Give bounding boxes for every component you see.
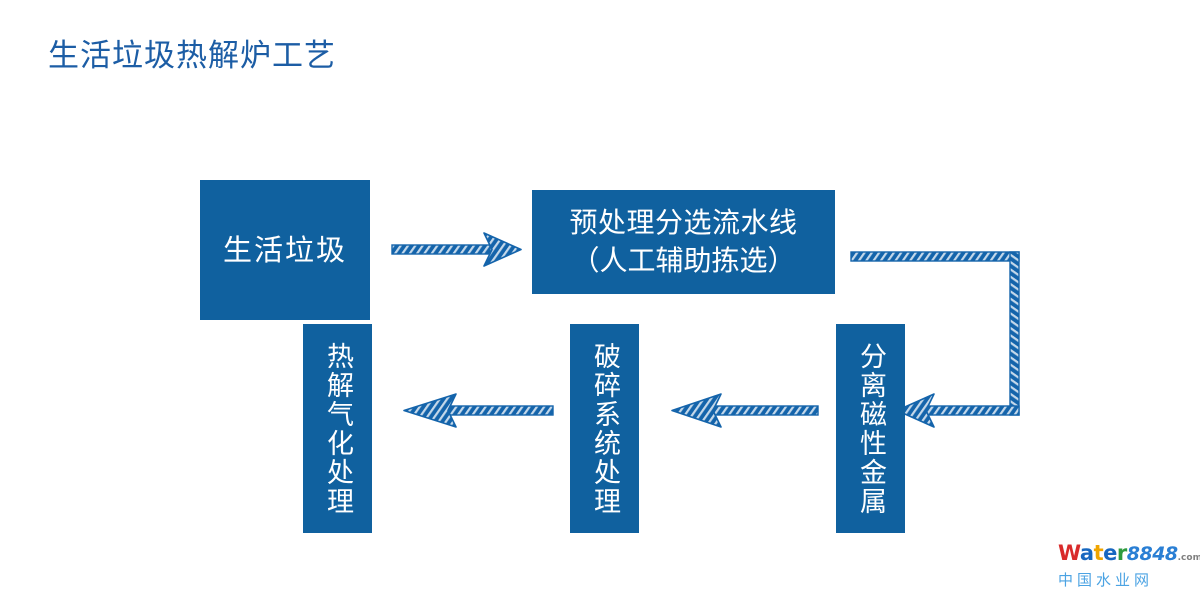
flow-node-pretreat-label: 预处理分选流水线 （人工辅助拣选） [532,204,835,280]
flow-node-pretreat-label-line1: 预处理分选流水线 [569,206,798,239]
flow-node-crushing-system-label: 破碎系统处理 [589,341,620,516]
watermark-logo: Water8848.com 中国水业网 [1058,541,1200,590]
connector-waste-to-pretreat [391,232,522,267]
connector-magnetic-to-crush [671,393,819,428]
page-title: 生活垃圾热解炉工艺 [48,38,336,74]
flow-node-waste-label: 生活垃圾 [222,233,347,267]
connector-crush-to-pyrolysis [403,393,554,428]
flow-node-crushing-system[interactable]: 破碎系统处理 [570,324,639,533]
watermark-number: 8848 [1126,543,1178,565]
watermark-letter-r: r [1116,541,1127,565]
watermark-letter-e: e [1103,541,1117,565]
flow-node-pyrolysis-gasification-label: 热解气化处理 [322,341,353,516]
flow-node-magnetic-separation[interactable]: 分离磁性金属 [836,324,905,533]
watermark-wordmark: Water8848.com [1058,541,1200,569]
flow-node-pretreat[interactable]: 预处理分选流水线 （人工辅助拣选） [532,190,835,294]
flow-node-pretreat-label-line2: （人工辅助拣选） [571,244,796,277]
watermark-letter-a: a [1079,541,1094,565]
watermark-chinese-name: 中国水业网 [1058,571,1154,589]
watermark-tld: .com [1177,553,1200,563]
watermark-letter-t: t [1093,541,1104,565]
flow-node-pyrolysis-gasification[interactable]: 热解气化处理 [303,324,372,533]
watermark-letter-w: W [1058,541,1080,565]
flow-node-magnetic-separation-label: 分离磁性金属 [855,341,886,516]
flow-node-waste[interactable]: 生活垃圾 [200,180,370,320]
